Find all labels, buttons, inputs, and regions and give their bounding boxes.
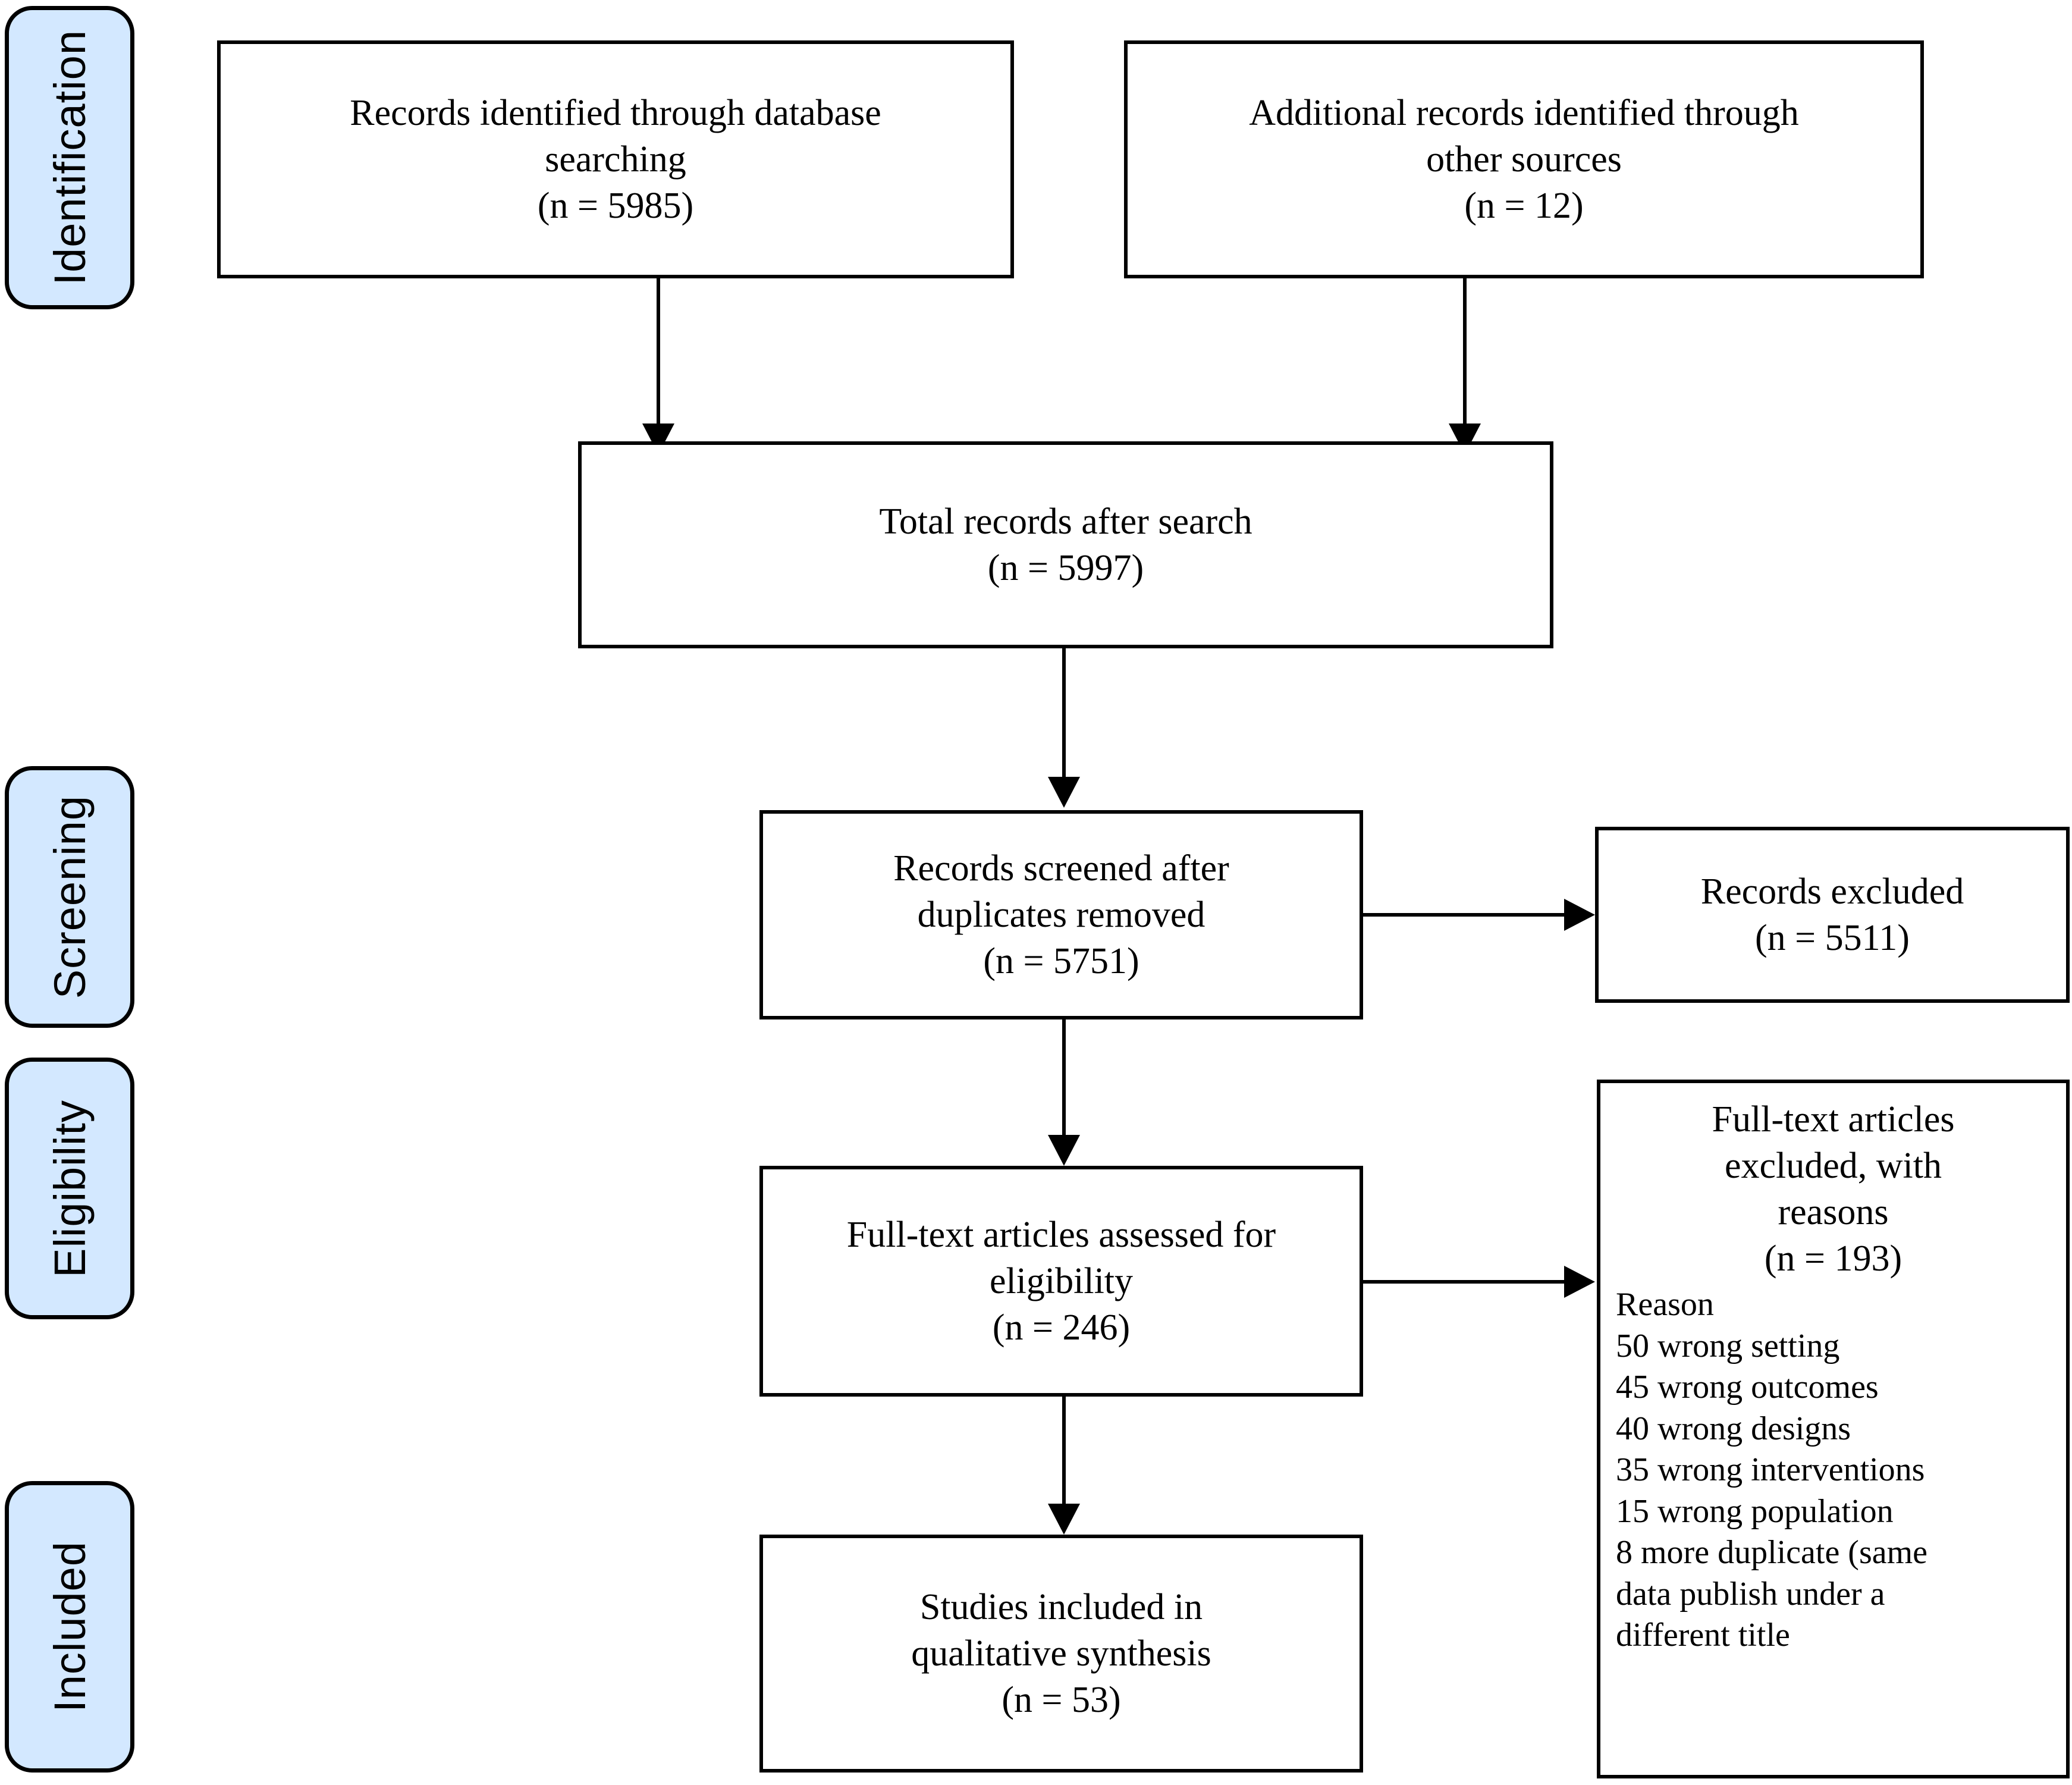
connector-fulltext-to-excluded [1363,1280,1565,1284]
reason-item-1: 50 wrong setting [1616,1327,1840,1364]
reasons-list-label: Reason [1616,1286,1714,1323]
reason-item-4: 35 wrong interventions [1616,1451,1925,1489]
connector-other-sources-to-total [1463,278,1467,427]
reason-item-5: 15 wrong population [1616,1492,1894,1530]
arrowhead-screened-to-fulltext [1048,1135,1080,1166]
box-text-additional-records-other-sources: Additional records identified through ot… [1249,92,1799,227]
arrowhead-total-to-screened [1048,777,1080,808]
stage-pill-eligibility: Eligibility [5,1058,134,1319]
reason-item-6: 8 more duplicate (same data publish unde… [1616,1534,1928,1654]
stage-label-eligibility: Eligibility [45,1099,95,1278]
box-fulltext-excluded-with-reasons: Full-text articles excluded, with reason… [1597,1080,2070,1778]
reason-item-2: 45 wrong outcomes [1616,1369,1879,1406]
box-text-fulltext-excluded-heading: Full-text articles excluded, with reason… [1712,1099,1955,1279]
stage-pill-included: Included [5,1481,134,1773]
connector-total-to-screened [1062,648,1066,780]
box-fulltext-assessed: Full-text articles assessed for eligibil… [759,1166,1363,1397]
connector-fulltext-to-included [1062,1397,1066,1507]
box-text-records-excluded: Records excluded (n = 5511) [1700,871,1964,958]
stage-pill-identification: Identification [5,6,134,309]
arrowhead-fulltext-to-excluded [1564,1266,1595,1298]
box-text-records-screened: Records screened after duplicates remove… [893,848,1229,982]
stage-pill-screening: Screening [5,766,134,1028]
box-text-records-identified-database: Records identified through database sear… [350,92,881,227]
box-text-fulltext-assessed: Full-text articles assessed for eligibil… [846,1214,1276,1348]
stage-label-screening: Screening [45,795,95,999]
arrowhead-screened-to-excluded [1564,899,1595,931]
stage-label-included: Included [45,1541,95,1712]
stage-label-identification: Identification [45,30,95,286]
connector-database-to-total [657,278,660,427]
reasons-list: Reason 50 wrong setting 45 wrong outcome… [1600,1282,2066,1656]
connector-screened-to-excluded [1363,913,1565,917]
arrowhead-fulltext-to-included [1048,1504,1080,1535]
reason-item-3: 40 wrong designs [1616,1410,1851,1447]
box-additional-records-other-sources: Additional records identified through ot… [1124,40,1924,278]
box-studies-included: Studies included in qualitative synthesi… [759,1535,1363,1773]
box-text-studies-included: Studies included in qualitative synthesi… [911,1586,1211,1721]
box-total-records-after-search: Total records after search (n = 5997) [578,441,1553,648]
box-records-excluded: Records excluded (n = 5511) [1595,827,2070,1003]
box-records-screened: Records screened after duplicates remove… [759,810,1363,1019]
connector-screened-to-fulltext [1062,1019,1066,1138]
box-records-identified-database: Records identified through database sear… [217,40,1014,278]
box-text-total-records-after-search: Total records after search (n = 5997) [879,501,1252,588]
